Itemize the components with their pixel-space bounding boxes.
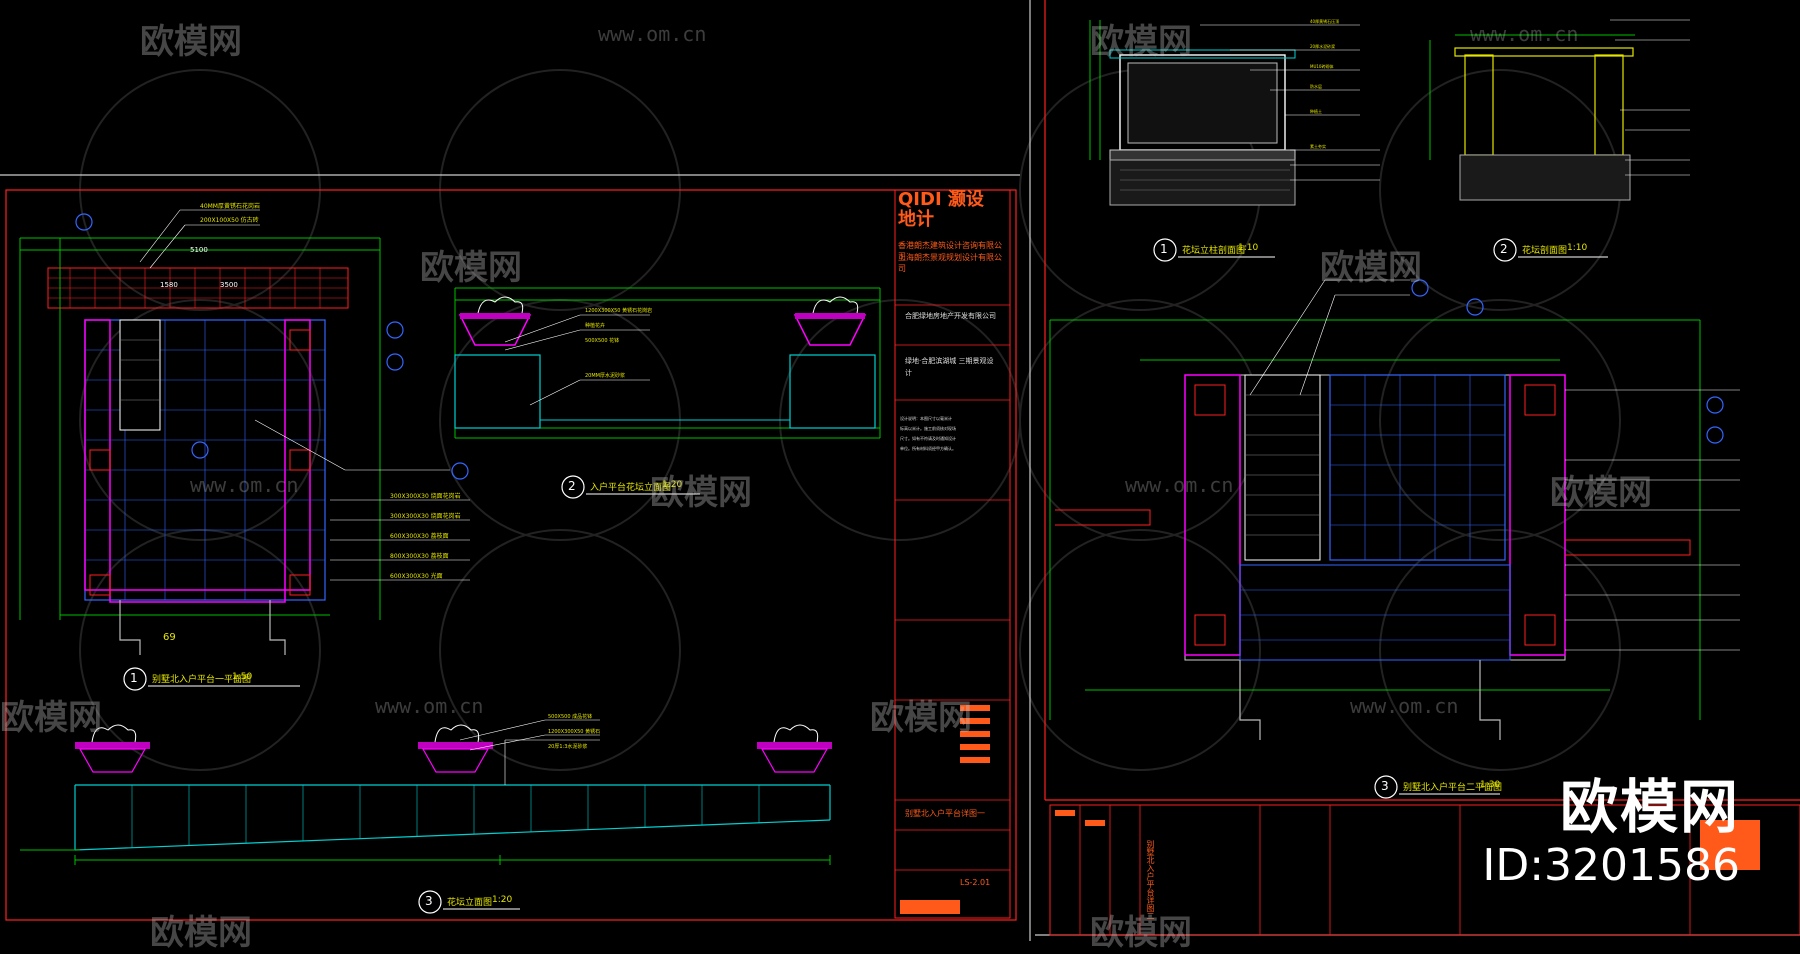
left-elev-scale: 1:20 xyxy=(662,480,683,490)
watermark-brand-9: 欧模网 xyxy=(150,913,252,953)
right-plan-title: 别墅北入户平台二平面图 xyxy=(1403,783,1503,793)
svg-text:1200X300X50 黄锈石: 1200X300X50 黄锈石 xyxy=(548,728,600,735)
sheet-number: LS-2.01 xyxy=(960,878,991,887)
svg-text:600X300X30 光面: 600X300X30 光面 xyxy=(390,572,443,580)
left-plan-title: 别墅北入户平台一平面图 xyxy=(152,675,252,685)
dim-69: 69 xyxy=(163,632,176,643)
svg-text:500X500 花钵: 500X500 花钵 xyxy=(585,337,619,344)
left-section-scale: 1:20 xyxy=(492,895,513,905)
svg-text:素土夯实: 素土夯实 xyxy=(1310,143,1326,149)
left-section-number: 3 xyxy=(425,894,433,908)
left-section-title: 花坛立面图 xyxy=(447,898,493,908)
svg-text:种植花卉: 种植花卉 xyxy=(585,322,605,329)
svg-text:40MM厚黄锈石花岗岩: 40MM厚黄锈石花岗岩 xyxy=(200,202,260,210)
svg-text:尺寸。如有不符请及时通知设计: 尺寸。如有不符请及时通知设计 xyxy=(900,435,956,441)
svg-text:MU10砖砌体: MU10砖砌体 xyxy=(1310,63,1333,69)
drawing-title: 别墅北入户平台详图一 xyxy=(905,809,985,818)
svg-text:1580: 1580 xyxy=(160,281,178,289)
title-logo: QIDI 灏设 地计 xyxy=(898,189,984,230)
watermark-brand-10: 欧模网 xyxy=(1090,913,1192,953)
svg-text:20厚1:3水泥砂浆: 20厚1:3水泥砂浆 xyxy=(548,743,587,750)
watermark-brand-7: 欧模网 xyxy=(1320,248,1422,288)
watermark-brand-5: 欧模网 xyxy=(870,698,972,738)
view-markers xyxy=(123,256,1608,914)
company-line-1: 香港朗杰建筑设计咨询有限公司 xyxy=(898,241,1002,261)
right-plan-scale: 1:30 xyxy=(1480,780,1501,790)
left-section-planter-wall: 500X500 成品花钵 1200X300X50 黄锈石 20厚1:3水泥砂浆 xyxy=(20,713,832,865)
watermark-brand-large: 欧模网 xyxy=(1559,773,1740,841)
right-section-2 xyxy=(1429,19,1690,262)
svg-text:设计说明：本图尺寸以毫米计: 设计说明：本图尺寸以毫米计 xyxy=(900,415,952,421)
svg-text:600X300X30 荔枝面: 600X300X30 荔枝面 xyxy=(390,532,449,540)
svg-text:1200X300X50 黄锈石花岗岩: 1200X300X50 黄锈石花岗岩 xyxy=(585,307,652,314)
right-plan-number: 3 xyxy=(1381,779,1389,793)
svg-text:200X100X50 仿古砖: 200X100X50 仿古砖 xyxy=(200,216,259,224)
svg-text:标高以米计。施工前须核对现场: 标高以米计。施工前须核对现场 xyxy=(900,425,956,431)
right-sec2-title: 花坛剖面图 xyxy=(1522,246,1568,256)
left-elev-title: 入户平台花坛立面图 xyxy=(590,483,672,493)
right-plan-drawing xyxy=(1049,279,1740,799)
left-elev-number: 2 xyxy=(568,479,576,493)
svg-text:300X300X30 烧面花岗岩: 300X300X30 烧面花岗岩 xyxy=(390,492,461,500)
right-sec1-number: 1 xyxy=(1160,242,1168,256)
watermark-url-1: www.om.cn xyxy=(598,22,707,46)
svg-text:20MM厚水泥砂浆: 20MM厚水泥砂浆 xyxy=(585,372,625,379)
watermark-brand-4: 欧模网 xyxy=(0,698,102,738)
left-plan-scale: 1:50 xyxy=(232,672,253,682)
right-sec2-number: 2 xyxy=(1500,242,1508,256)
svg-text:单位。所有材料须经甲方确认。: 单位。所有材料须经甲方确认。 xyxy=(900,445,956,451)
svg-text:500X500 成品花钵: 500X500 成品花钵 xyxy=(548,713,592,720)
watermark-id: ID:3201586 xyxy=(1482,840,1740,891)
company-line-2: 上海朗杰景观规划设计有限公司 xyxy=(898,253,1002,273)
svg-text:防水层: 防水层 xyxy=(1310,83,1322,89)
watermark-brand-3: 欧模网 xyxy=(650,473,752,513)
right-sheet-title: 别墅北入户平台详图二 xyxy=(1146,840,1155,920)
project-name: 绿地·合肥滨湖城 三期景观设计 xyxy=(905,357,994,377)
client-name: 合肥绿地房地产开发有限公司 xyxy=(905,312,996,320)
svg-text:种植土: 种植土 xyxy=(1310,108,1322,114)
watermark-brand-1: 欧模网 xyxy=(140,22,242,62)
watermark-url-6: www.om.cn xyxy=(1470,22,1579,46)
right-sec1-scale: 1:10 xyxy=(1238,243,1259,253)
right-sec2-scale: 1:10 xyxy=(1567,243,1588,253)
watermark-url-4: www.om.cn xyxy=(1125,473,1234,497)
watermark-brand-8: 欧模网 xyxy=(1550,473,1652,513)
svg-text:5100: 5100 xyxy=(190,246,208,254)
svg-text:20厚水泥砂浆: 20厚水泥砂浆 xyxy=(1310,43,1335,49)
svg-text:3500: 3500 xyxy=(220,281,238,289)
right-title-block xyxy=(1049,804,1800,936)
left-plan-number: 1 xyxy=(130,671,138,685)
watermark-brand-2: 欧模网 xyxy=(420,248,522,288)
watermark-url-2: www.om.cn xyxy=(190,473,299,497)
watermark-url-5: www.om.cn xyxy=(1350,694,1459,718)
left-elevation-planters: 1200X300X50 黄锈石花岗岩 种植花卉 500X500 花钵 20MM厚… xyxy=(454,287,881,439)
watermark-url-3: www.om.cn xyxy=(375,694,484,718)
svg-text:40厚黄锈石压顶: 40厚黄锈石压顶 xyxy=(1310,18,1339,24)
left-plan-drawing: 40MM厚黄锈石花岗岩 200X100X50 仿古砖 300X300X30 烧面… xyxy=(19,202,470,655)
left-title-block: 设计说明：本图尺寸以毫米计 标高以米计。施工前须核对现场 尺寸。如有不符请及时通… xyxy=(894,189,1011,919)
svg-text:300X300X30 烧面花岗岩: 300X300X30 烧面花岗岩 xyxy=(390,512,461,520)
right-sec1-title: 花坛立柱剖面图 xyxy=(1182,246,1246,256)
svg-text:800X300X30 荔枝面: 800X300X30 荔枝面 xyxy=(390,552,449,560)
watermark-brand-6: 欧模网 xyxy=(1090,22,1192,62)
